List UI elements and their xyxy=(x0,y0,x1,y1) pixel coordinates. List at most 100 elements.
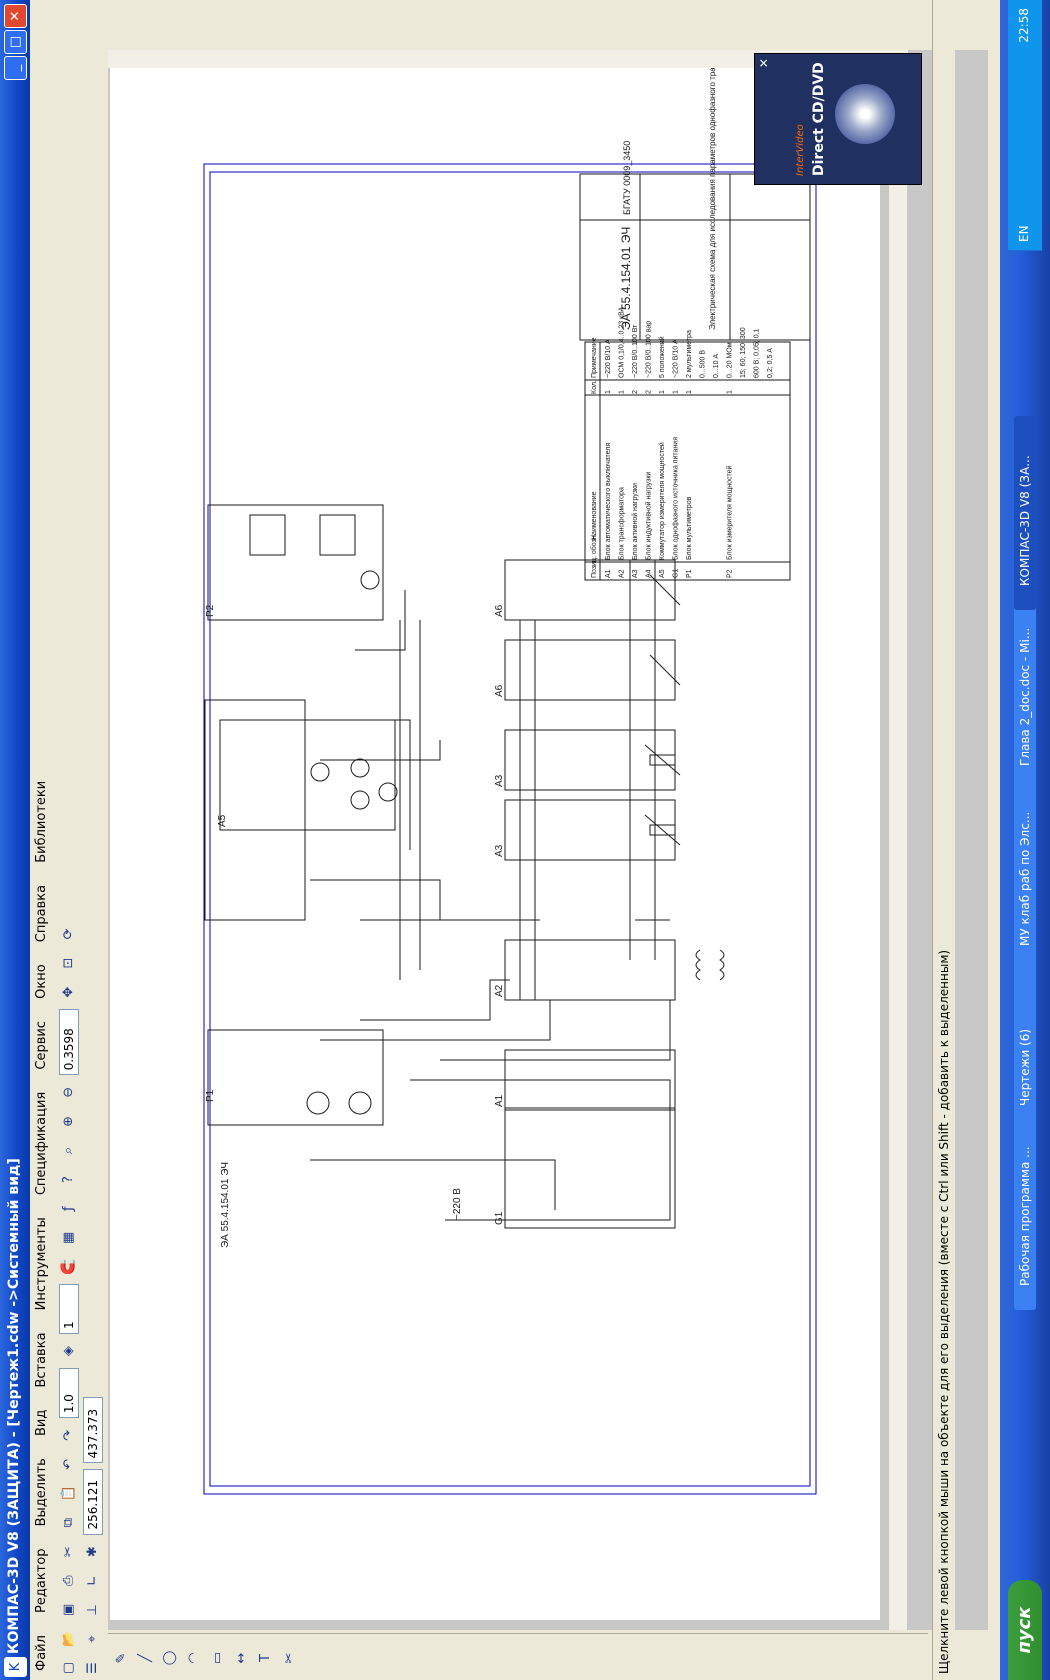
magnet-icon[interactable]: 🧲 xyxy=(61,1258,76,1275)
geometry-icon[interactable]: ✎ xyxy=(114,1652,129,1664)
table-cell: ~220 В/0..100 Вт xyxy=(632,324,639,378)
table-cell: Блок мультиметров xyxy=(686,496,693,560)
coord-x-field[interactable]: 256.121 xyxy=(83,1468,103,1535)
task-chertezhi[interactable]: Чертежи (6) xyxy=(1014,956,1036,1130)
layer-field[interactable]: 1 xyxy=(59,1283,79,1334)
cursor-icon[interactable]: ⌖ xyxy=(85,1635,100,1643)
label-a6-2: А6 xyxy=(494,604,505,617)
table-cell: 1 xyxy=(727,390,734,394)
disc-icon xyxy=(835,84,895,144)
table-cell: 2 xyxy=(646,390,653,394)
function-icon[interactable]: ƒ xyxy=(61,1206,76,1211)
orthogonal-icon[interactable]: ∟ xyxy=(85,1575,100,1587)
table-cell: ~220 В/10 А xyxy=(673,339,680,378)
dvd-popup[interactable]: InterVideo Direct CD/DVD ✕ xyxy=(754,53,922,185)
undo-icon[interactable]: ↶ xyxy=(61,1458,76,1470)
label-g1: G1 xyxy=(494,1211,505,1225)
snap-icon[interactable]: ✱ xyxy=(85,1546,100,1558)
menu-insert[interactable]: Вставка xyxy=(34,1332,49,1388)
label-p1: P1 xyxy=(205,1089,216,1102)
table-cell: 1 xyxy=(673,390,680,394)
table-cell: 0...10 А xyxy=(713,354,720,378)
label-a3-2: А3 xyxy=(494,774,505,787)
table-header-qty: Кол. xyxy=(591,380,598,394)
menu-view[interactable]: Вид xyxy=(34,1409,49,1437)
maximize-button[interactable]: □ xyxy=(4,30,27,54)
paste-icon[interactable]: 📋 xyxy=(61,1485,76,1502)
table-header-pos: Позиц. обозн. xyxy=(590,533,598,578)
language-indicator[interactable]: EN xyxy=(1017,225,1031,242)
show-all-icon[interactable]: ⊡ xyxy=(61,957,76,969)
parameters-icon[interactable]: ☰ xyxy=(85,1662,100,1674)
task-kompas[interactable]: КОМПАС-3D V8 (ЗА... xyxy=(1014,416,1036,610)
stamp-code-rotated: ЭА 55.4.154.01 ЭЧ xyxy=(220,1162,231,1248)
table-cell: 5 положений xyxy=(658,336,666,378)
cut-icon[interactable]: ✂ xyxy=(61,1546,76,1558)
menu-select[interactable]: Выделить xyxy=(34,1458,49,1527)
start-button[interactable]: пуск xyxy=(1008,1580,1042,1680)
print-icon[interactable]: ⎙ xyxy=(61,1575,76,1586)
label-p2: P2 xyxy=(205,604,216,617)
local-cs-icon[interactable]: ⊥ xyxy=(85,1604,100,1616)
table-cell: ОСМ 0,1/0,4..0,23 кВА xyxy=(619,306,626,378)
drawing-sheet[interactable]: P1 P2 А5 G1 А1 А2 А3 А3 А6 А6 ~220 В ЭА … xyxy=(110,16,880,1620)
app-icon[interactable]: K xyxy=(4,1657,27,1677)
status-bar: Щелкните левой кнопкой мыши на объекте д… xyxy=(932,0,955,1680)
help-cursor-icon[interactable]: ? xyxy=(61,1176,76,1184)
table-cell: А1 xyxy=(605,569,612,578)
clock[interactable]: 22:58 xyxy=(1017,8,1031,43)
layer-icon[interactable]: ◈ xyxy=(61,1346,76,1357)
dimension-icon[interactable]: ↔ xyxy=(234,1652,249,1664)
menu-window[interactable]: Окно xyxy=(34,964,49,999)
horizontal-scrollbar[interactable] xyxy=(888,70,907,1630)
table-cell: ~220 В/10 А xyxy=(605,339,612,378)
task-mu-lab[interactable]: МУ клаб раб по Элс... xyxy=(1014,776,1036,970)
arc-icon[interactable]: ◠ xyxy=(186,1652,201,1664)
taskbar: пуск Рабочая программа ... Чертежи (6) М… xyxy=(1000,0,1050,1680)
zoom-out-icon[interactable]: ⊖ xyxy=(61,1086,76,1098)
scale-field[interactable]: 1.0 xyxy=(59,1368,79,1419)
title-bar: K КОМПАС-3D V8 (ЗАЩИТА) - [Чертеж1.cdw -… xyxy=(0,0,30,1680)
open-file-icon[interactable]: 📂 xyxy=(61,1630,76,1647)
menu-libraries[interactable]: Библиотеки xyxy=(34,780,49,863)
label-a5: А5 xyxy=(217,814,228,827)
menu-help[interactable]: Справка xyxy=(34,884,49,943)
table-cell: 1 xyxy=(619,390,626,394)
refresh-icon[interactable]: ⟳ xyxy=(61,928,76,940)
copy-icon[interactable]: ⧉ xyxy=(61,1517,76,1528)
minimize-button[interactable]: _ xyxy=(4,56,27,80)
new-file-icon[interactable]: ▢ xyxy=(61,1661,76,1675)
task-glava[interactable]: Глава 2_doc.doc - Mi... xyxy=(1014,596,1036,790)
system-tray: EN 22:58 xyxy=(1008,0,1042,251)
zoom-window-icon[interactable]: ⌕ xyxy=(61,1146,76,1155)
menu-tools[interactable]: Инструменты xyxy=(34,1217,49,1311)
table-cell: Р2 xyxy=(727,569,734,578)
table-cell: 15; 60; 150; 300 xyxy=(740,327,747,378)
pan-icon[interactable]: ✥ xyxy=(61,986,76,998)
circle-icon[interactable]: ◯ xyxy=(162,1650,177,1666)
menu-specification[interactable]: Спецификация xyxy=(34,1091,49,1196)
menu-editor[interactable]: Редактор xyxy=(34,1548,49,1613)
table-cell: А4 xyxy=(646,569,653,578)
popup-close-icon[interactable]: ✕ xyxy=(757,58,771,69)
redo-icon[interactable]: ↷ xyxy=(61,1429,76,1441)
popup-brand: InterVideo xyxy=(795,124,806,176)
save-icon[interactable]: ▣ xyxy=(61,1603,76,1616)
label-a6-1: А6 xyxy=(494,684,505,697)
menu-file[interactable]: Файл xyxy=(34,1635,49,1671)
menu-service[interactable]: Сервис xyxy=(34,1021,49,1070)
table-cell: 2 xyxy=(632,390,639,394)
rectangle-icon[interactable]: ▭ xyxy=(210,1651,225,1665)
line-icon[interactable]: ╱ xyxy=(138,1654,153,1662)
edit-icon[interactable]: ✂ xyxy=(282,1652,297,1664)
grid-icon[interactable]: ▦ xyxy=(61,1231,76,1244)
close-button[interactable]: ✕ xyxy=(4,4,27,28)
text-icon[interactable]: T xyxy=(258,1654,273,1662)
zoom-in-icon[interactable]: ⊕ xyxy=(61,1115,76,1127)
table-cell: А3 xyxy=(632,569,639,578)
coord-y-field[interactable]: 437.373 xyxy=(83,1397,103,1464)
task-rabochaya[interactable]: Рабочая программа ... xyxy=(1014,1116,1036,1310)
table-cell: 600 В; 0,05; 0,1 xyxy=(754,328,761,378)
table-cell: Блок трансформатора xyxy=(619,487,626,560)
zoom-field[interactable]: 0.3598 xyxy=(59,1009,79,1076)
